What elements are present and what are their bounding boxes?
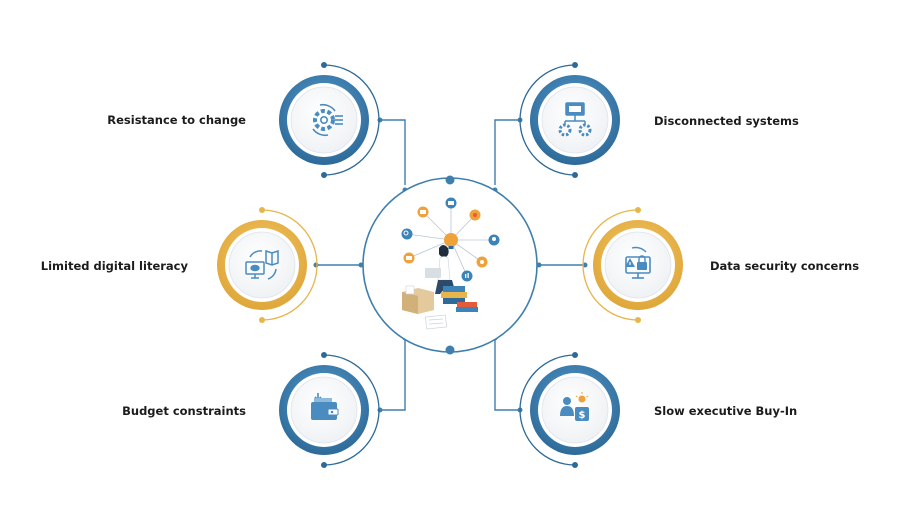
orbit-dot (321, 352, 327, 358)
orbit-arc (323, 354, 380, 466)
label-resistance-to-change: Resistance to change (107, 113, 246, 127)
orbit-dot (321, 62, 327, 68)
connector-budget (380, 340, 406, 411)
gear-refresh-icon (312, 103, 343, 137)
orbit-arc (582, 209, 639, 321)
orbit-dot (572, 172, 578, 178)
orbit-arc (323, 64, 380, 176)
orbit-dot (259, 317, 265, 323)
label-budget-constraints: Budget constraints (122, 404, 246, 418)
connectors (316, 119, 585, 411)
executive-idea-icon: $ (560, 392, 589, 421)
orbit-dot (321, 462, 327, 468)
orbit-dot (635, 317, 641, 323)
orbit-dot (635, 207, 641, 213)
connector-buyin (494, 340, 520, 411)
person-with-laptop-illustration (401, 197, 500, 330)
connector-resistance (380, 119, 406, 185)
orbit-arc (261, 209, 318, 321)
orbit-dot (259, 207, 265, 213)
orbit-dot (572, 462, 578, 468)
orbit-dot (572, 62, 578, 68)
node-disconnected (519, 62, 620, 178)
orbit-arc (519, 64, 576, 176)
orbit-arc (519, 354, 576, 466)
node-literacy (217, 207, 318, 323)
label-data-security-concerns: Data security concerns (710, 259, 860, 273)
orbit-dot (572, 352, 578, 358)
node-inner (228, 231, 296, 299)
orbit-dot (321, 172, 327, 178)
network-gears-icon (558, 102, 592, 137)
node-resistance (279, 62, 380, 178)
label-limited-digital-literacy: Limited digital literacy (40, 259, 188, 273)
svg-text:$: $ (579, 410, 586, 421)
label-disconnected-systems: Disconnected systems (654, 114, 799, 128)
lock-warning-icon (625, 246, 651, 279)
wallet-icon (311, 393, 339, 420)
computer-training-icon (245, 249, 279, 280)
connector-disconnected (494, 119, 520, 185)
label-slow-executive-buy-in: Slow executive Buy-In (654, 404, 798, 418)
